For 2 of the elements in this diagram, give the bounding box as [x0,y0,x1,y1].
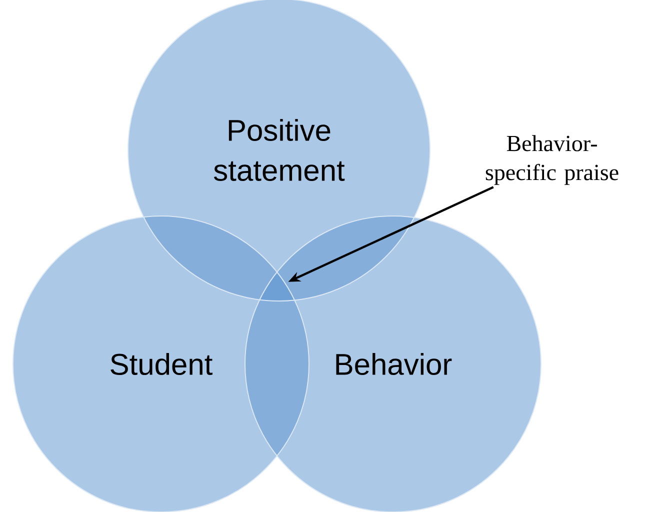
callout-text: Behavior-specific praise [486,135,618,185]
overlap-region [260,272,294,301]
